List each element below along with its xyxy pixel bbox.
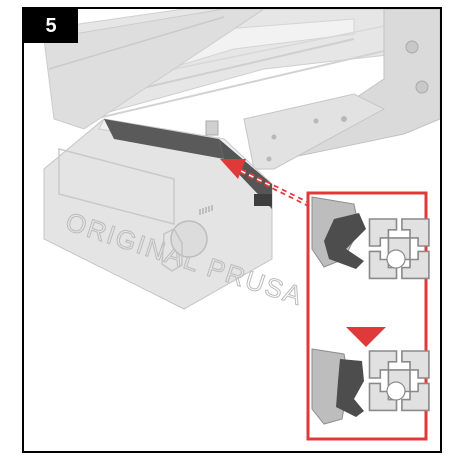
clip-after-detail bbox=[311, 348, 430, 425]
step-number-badge: 5 bbox=[24, 9, 78, 43]
instruction-frame: 5 bbox=[22, 7, 442, 453]
assembly-illustration: ORIGINAL PRUSA bbox=[43, 9, 440, 441]
side-plate bbox=[205, 9, 440, 170]
detail-callout bbox=[306, 191, 430, 441]
triangle-down-icon bbox=[346, 327, 386, 347]
lcd-unit: ORIGINAL PRUSA bbox=[43, 118, 308, 312]
aluminium-extrusion-profile-top bbox=[368, 218, 430, 280]
control-knob-icon bbox=[170, 220, 208, 258]
dotted-arrow-left-icon bbox=[220, 159, 312, 208]
aluminium-extrusion-profile-bottom bbox=[368, 350, 430, 412]
clip-before-detail bbox=[311, 196, 430, 280]
frame-extrusions bbox=[43, 9, 440, 130]
